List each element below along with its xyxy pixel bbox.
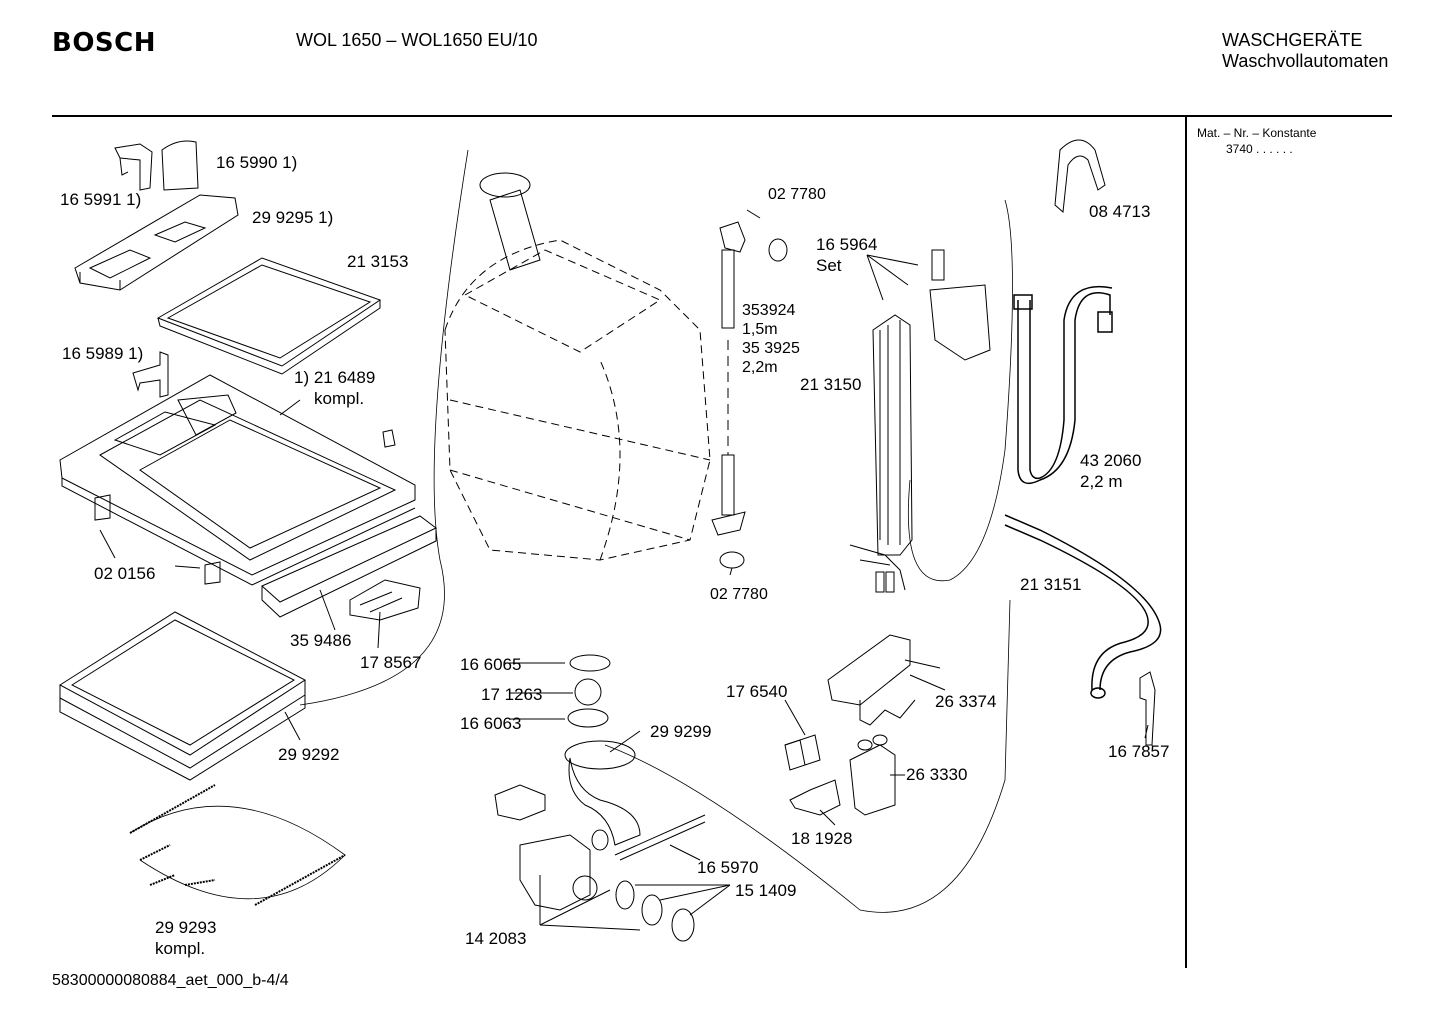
hinge-clip-part (132, 351, 169, 398)
small-hose-part (614, 814, 706, 861)
part-label: 21 3151 (1020, 575, 1082, 594)
rail-part (261, 515, 437, 618)
part-label: 29 9299 (650, 722, 712, 741)
part-label: 16 5970 (697, 858, 759, 877)
detergent-tray-part (156, 257, 382, 375)
bracket-part (1054, 139, 1106, 214)
inlet-hose-part (1013, 286, 1113, 485)
door-seal-part (59, 611, 306, 781)
dispenser-clip-part (114, 143, 153, 191)
part-label: kompl. (155, 939, 206, 958)
side-panel-title: Mat. – Nr. – Konstante (1197, 126, 1317, 140)
part-label: 2,2 m (1080, 472, 1123, 491)
model-title: WOL 1650 – WOL1650 EU/10 (296, 30, 538, 50)
brand-logo: BOSCH (52, 28, 156, 58)
part-label: 29 9292 (278, 745, 340, 764)
part-label: 21 3150 (800, 375, 862, 394)
side-panel-value: 3740 . . . . . . (1226, 142, 1293, 156)
top-frame-part (59, 374, 416, 586)
part-label: 353924 (742, 302, 796, 319)
document-id: 58300000080884_aet_000_b-4/4 (52, 972, 289, 989)
door-lock-part (349, 579, 421, 621)
part-label: 08 4713 (1089, 202, 1151, 221)
drain-hose-part (1004, 514, 1162, 699)
part-label: 26 3330 (906, 765, 968, 784)
pump-outline (604, 599, 1011, 913)
part-label: 17 8567 (360, 653, 422, 672)
hose-assembly-part (849, 249, 991, 593)
fill-hose-part (711, 221, 788, 569)
part-label: 16 5991 1) (60, 190, 142, 209)
part-label: 17 6540 (726, 682, 788, 701)
part-label: kompl. (314, 389, 365, 408)
part-label: 2,2m (742, 359, 778, 376)
tub-hose-part (479, 172, 541, 271)
part-label: 35 3925 (742, 340, 800, 357)
part-label: 29 9295 1) (252, 208, 334, 227)
part-label: 1) 21 6489 (294, 368, 376, 387)
part-label: 26 3374 (935, 692, 997, 711)
part-label: 16 7857 (1108, 742, 1170, 761)
part-label: 16 5989 1) (62, 344, 144, 363)
part-label: 29 9293 (155, 918, 217, 937)
part-label: 17 1263 (481, 685, 543, 704)
spring-outline (129, 805, 346, 900)
part-label: 16 5964 (816, 235, 878, 254)
water-valve-part (849, 734, 896, 816)
part-label: 21 3153 (347, 252, 409, 271)
dispenser-drawer-part (74, 194, 239, 291)
pump-part (519, 834, 598, 911)
pump-seal-part (567, 654, 611, 728)
part-label: 16 6065 (460, 655, 522, 674)
part-label: 15 1409 (735, 881, 797, 900)
part-label: Set (816, 256, 842, 275)
part-label: 02 0156 (94, 564, 156, 583)
category-title: WASCHGERÄTE (1222, 30, 1363, 50)
capacitor-part (789, 779, 841, 816)
part-label: 16 6063 (460, 714, 522, 733)
hose-outline-right (907, 199, 1013, 582)
leader-lines (99, 209, 1149, 931)
tub-part (444, 239, 711, 561)
part-label: 18 1928 (791, 829, 853, 848)
part-label: 14 2083 (465, 929, 527, 948)
part-label: 16 5990 1) (216, 153, 298, 172)
sump-hose-part (564, 740, 641, 851)
tub-outline (299, 149, 469, 706)
subcategory-title: Waschvollautomaten (1222, 51, 1389, 71)
part-label: 02 7780 (710, 586, 768, 603)
bracket-pump-part (494, 784, 546, 821)
part-label: 1,5m (742, 321, 778, 338)
springs-part (129, 784, 346, 906)
part-label: 02 7780 (768, 186, 826, 203)
terminal-block-part (827, 634, 941, 726)
hose-clip-part (1139, 671, 1156, 746)
pump-rings-part (615, 880, 695, 942)
part-label: 43 2060 (1080, 451, 1142, 470)
part-label: 35 9486 (290, 631, 352, 650)
dispenser-cover-part (161, 140, 199, 191)
relay-part (784, 734, 821, 771)
